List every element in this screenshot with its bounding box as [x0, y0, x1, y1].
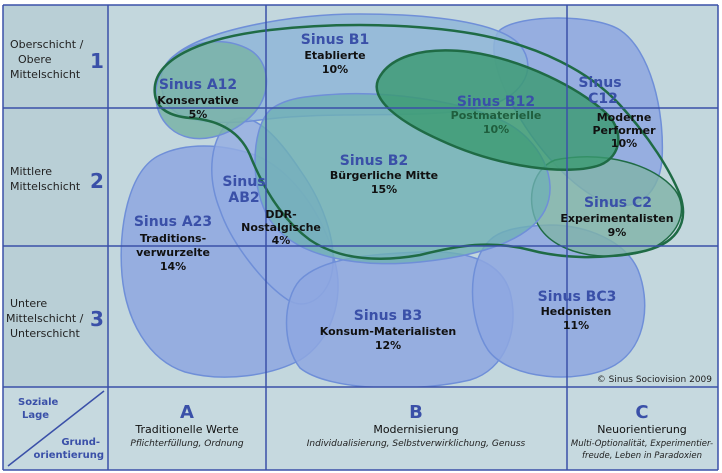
svg-text:11%: 11% — [563, 319, 589, 332]
svg-text:Sinus B3: Sinus B3 — [354, 308, 422, 324]
row-number-2: 2 — [90, 169, 104, 193]
svg-text:Neuorientierung: Neuorientierung — [597, 423, 687, 436]
svg-text:Modernisierung: Modernisierung — [373, 423, 458, 436]
axis-orientation-line2: orientierung — [34, 450, 104, 461]
segment-label-b2: Sinus B2 Bürgerliche Mitte 15% — [330, 153, 438, 196]
segment-label-ab2: Sinus AB2 DDR- Nostalgische 4% — [222, 174, 320, 247]
svg-text:Sinus BC3: Sinus BC3 — [538, 289, 617, 305]
row-label-2: Mittlere Mittelschicht 2 — [10, 165, 104, 193]
svg-text:9%: 9% — [608, 226, 627, 239]
svg-text:10%: 10% — [611, 137, 637, 150]
svg-text:Mittelschicht: Mittelschicht — [10, 68, 81, 81]
segment-label-b3: Sinus B3 Konsum-Materialisten 12% — [320, 308, 456, 352]
svg-text:Postmaterielle: Postmaterielle — [451, 109, 542, 122]
svg-text:4%: 4% — [272, 234, 291, 247]
row-label-1: Oberschicht / Obere Mittelschicht 1 — [10, 38, 104, 81]
svg-text:DDR-: DDR- — [265, 208, 296, 221]
segment-label-c12: Sinus C12 Moderne Performer 10% — [578, 75, 656, 150]
segment-label-c2: Sinus C2 Experimentalisten 9% — [560, 195, 673, 239]
column-label-c: C Neuorientierung Multi-Optionalität, Ex… — [571, 402, 713, 461]
column-label-panel — [3, 387, 718, 470]
svg-text:Pflichterfüllung, Ordnung: Pflichterfüllung, Ordnung — [130, 439, 243, 449]
segment-label-b12: Sinus B12 Postmaterielle 10% — [451, 94, 542, 136]
svg-text:14%: 14% — [160, 260, 186, 273]
svg-text:Traditions-: Traditions- — [140, 232, 206, 245]
svg-text:C: C — [635, 402, 648, 423]
row-label-panel — [3, 5, 108, 387]
column-label-a: A Traditionelle Werte Pflichterfüllung, … — [130, 402, 243, 449]
grid-lines — [2, 4, 719, 471]
svg-text:B: B — [409, 402, 423, 423]
svg-text:Sinus: Sinus — [578, 75, 621, 91]
axis-social-line2: Lage — [22, 410, 49, 421]
svg-text:5%: 5% — [189, 108, 208, 121]
svg-text:Bürgerliche Mitte: Bürgerliche Mitte — [330, 169, 438, 182]
corner-labels: Soziale Lage Grund- orientierung — [18, 397, 104, 461]
svg-text:Experimentalisten: Experimentalisten — [560, 212, 673, 225]
svg-text:Mittelschicht: Mittelschicht — [10, 180, 81, 193]
svg-text:Hedonisten: Hedonisten — [541, 305, 612, 318]
svg-text:Performer: Performer — [592, 124, 656, 137]
svg-text:Multi-Optionalität, Experiment: Multi-Optionalität, Experimentier- — [571, 439, 713, 449]
svg-text:freude, Leben in Paradoxien: freude, Leben in Paradoxien — [582, 451, 702, 461]
svg-text:Sinus B12: Sinus B12 — [457, 94, 535, 110]
upper-cluster-outline — [153, 23, 685, 260]
row-number-1: 1 — [90, 49, 104, 73]
svg-text:Mittelschicht /: Mittelschicht / — [6, 312, 84, 325]
svg-text:Konservative: Konservative — [157, 94, 238, 107]
svg-text:10%: 10% — [322, 63, 348, 76]
svg-text:Individualisierung, Selbstverw: Individualisierung, Selbstverwirklichung… — [307, 439, 526, 449]
svg-text:Unterschicht: Unterschicht — [10, 327, 80, 340]
svg-text:A: A — [180, 402, 194, 423]
segment-label-b1: Sinus B1 Etablierte 10% — [301, 32, 369, 76]
svg-text:Sinus: Sinus — [222, 174, 265, 190]
svg-text:Konsum-Materialisten: Konsum-Materialisten — [320, 325, 456, 338]
svg-text:Etablierte: Etablierte — [304, 49, 365, 62]
column-label-b: B Modernisierung Individualisierung, Sel… — [307, 402, 526, 449]
row-number-3: 3 — [90, 307, 104, 331]
svg-text:Sinus B2: Sinus B2 — [340, 153, 408, 169]
axis-social-line1: Soziale — [18, 397, 58, 408]
svg-text:Mittlere: Mittlere — [10, 165, 52, 178]
shape-a12 — [155, 40, 268, 140]
segment-label-bc3: Sinus BC3 Hedonisten 11% — [538, 289, 617, 332]
segment-label-a12: Sinus A12 Konservative 5% — [157, 77, 238, 121]
svg-text:verwurzelte: verwurzelte — [136, 246, 210, 259]
svg-text:Untere: Untere — [10, 297, 47, 310]
shape-b12 — [375, 49, 620, 171]
svg-text:Sinus B1: Sinus B1 — [301, 32, 369, 48]
axis-orientation-line1: Grund- — [61, 437, 100, 448]
svg-text:Traditionelle Werte: Traditionelle Werte — [134, 423, 238, 436]
svg-text:Nostalgische: Nostalgische — [241, 221, 321, 234]
svg-text:Oberschicht /: Oberschicht / — [10, 38, 84, 51]
milieu-shapes — [120, 13, 685, 387]
svg-text:C12: C12 — [588, 91, 618, 107]
svg-text:12%: 12% — [375, 339, 401, 352]
svg-text:Obere: Obere — [18, 53, 52, 66]
svg-text:AB2: AB2 — [228, 190, 259, 206]
row-label-3: Untere Mittelschicht / Unterschicht 3 — [6, 297, 104, 340]
svg-text:10%: 10% — [483, 123, 509, 136]
copyright: © Sinus Sociovision 2009 — [597, 375, 712, 385]
segment-label-a23: Sinus A23 Traditions- verwurzelte 14% — [134, 214, 212, 273]
svg-text:Moderne: Moderne — [597, 111, 652, 124]
svg-text:Sinus A12: Sinus A12 — [159, 77, 237, 93]
svg-text:Sinus C2: Sinus C2 — [584, 195, 652, 211]
svg-text:Sinus A23: Sinus A23 — [134, 214, 212, 230]
svg-text:15%: 15% — [371, 183, 397, 196]
